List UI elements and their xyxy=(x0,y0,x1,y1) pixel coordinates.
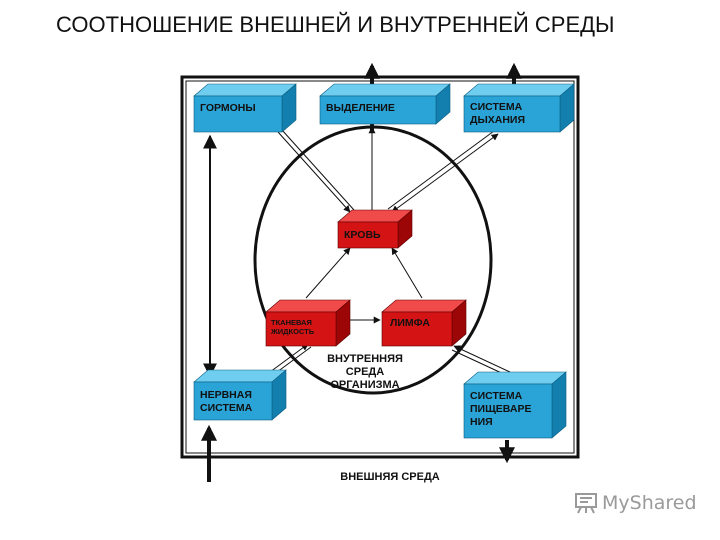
outer-frame xyxy=(180,75,580,459)
label-lymph: ЛИМФА xyxy=(390,317,430,329)
box-respiratory xyxy=(463,83,575,133)
box-excretion xyxy=(319,83,451,125)
external-environment-label: ВНЕШНЯЯ СРЕДА xyxy=(340,471,440,483)
label-nervous: НЕРВНАЯ СИСТЕМА xyxy=(200,389,253,414)
box-tissue-fluid xyxy=(265,299,351,347)
label-respiratory: СИСТЕМА ДЫХАНИЯ xyxy=(470,101,526,126)
label-excretion: ВЫДЕЛЕНИЕ xyxy=(326,102,395,114)
box-blood xyxy=(337,209,413,249)
label-digestive: СИСТЕМА ПИЩЕВАРЕ НИЯ xyxy=(470,390,532,428)
page-title: СООТНОШЕНИЕ ВНЕШНЕЙ И ВНУТРЕННЕЙ СРЕДЫ xyxy=(56,12,615,37)
box-lymph xyxy=(381,299,467,347)
myshared-logo: MyShared xyxy=(574,492,697,514)
label-blood: КРОВЬ xyxy=(344,229,381,241)
internal-environment-label: ВНУТРЕННЯЯ СРЕДА ОРГАНИЗМА xyxy=(327,353,403,391)
box-hormones xyxy=(193,83,297,133)
logo-text: MyShared xyxy=(602,492,697,514)
label-tissue-fluid: ТКАНЕВАЯ ЖИДКОСТЬ xyxy=(271,318,315,336)
outer-frame-inner-line xyxy=(185,80,575,454)
box-digestive xyxy=(463,371,567,439)
box-nervous xyxy=(193,369,287,421)
presentation-board-icon xyxy=(575,493,597,514)
label-hormones: ГОРМОНЫ xyxy=(200,102,256,114)
connector-arrows xyxy=(203,126,511,378)
